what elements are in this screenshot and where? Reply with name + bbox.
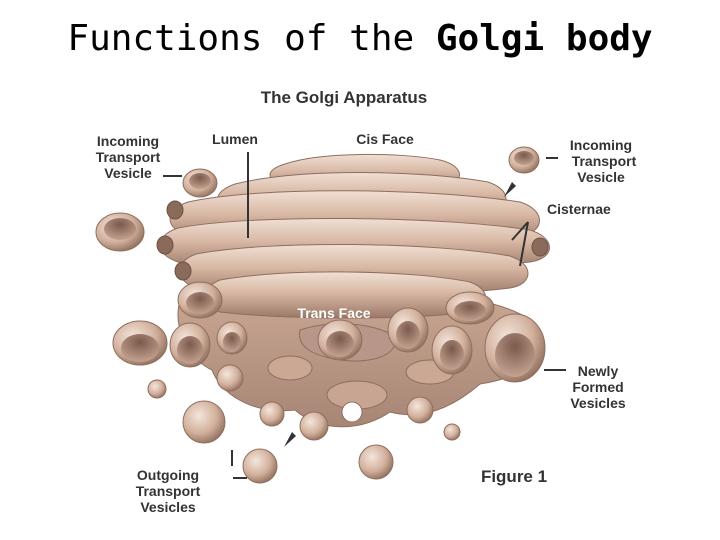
figure-heading: The Golgi Apparatus <box>261 88 428 107</box>
label-trans-face: Trans Face <box>297 305 370 321</box>
label-incoming-left-3: Vesicle <box>104 165 152 181</box>
label-outgoing-2: Transport <box>136 483 201 499</box>
label-incoming-right-3: Vesicle <box>577 169 625 185</box>
label-outgoing-1: Outgoing <box>137 467 199 483</box>
label-incoming-right-2: Transport <box>572 153 637 169</box>
label-newly-formed-3: Vesicles <box>570 395 625 411</box>
figure-caption: Figure 1 <box>481 467 547 486</box>
label-lumen: Lumen <box>212 131 258 147</box>
arrow-down-left-icon <box>504 182 516 197</box>
label-incoming-left-2: Transport <box>96 149 161 165</box>
label-outgoing-3: Vesicles <box>140 499 195 515</box>
label-newly-formed-1: Newly <box>578 363 619 379</box>
label-cis-face: Cis Face <box>356 131 414 147</box>
arrow-down-left-icon <box>284 432 296 447</box>
label-incoming-right-1: Incoming <box>570 137 632 153</box>
label-cisternae: Cisternae <box>547 201 611 217</box>
label-incoming-left-1: Incoming <box>97 133 159 149</box>
label-newly-formed-2: Formed <box>572 379 623 395</box>
